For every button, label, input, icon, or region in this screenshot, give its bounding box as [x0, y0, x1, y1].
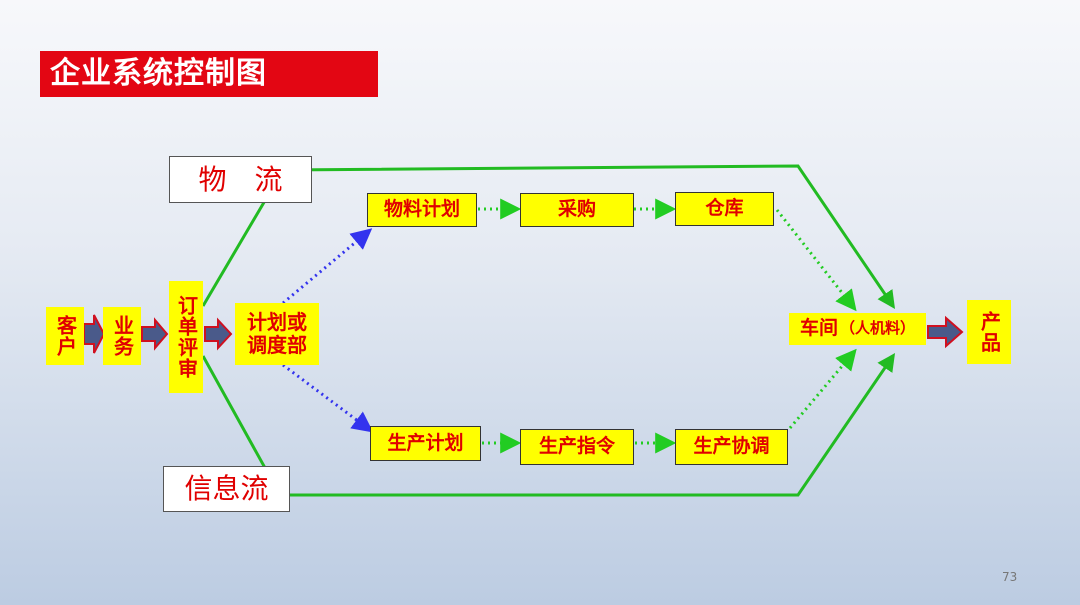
node-workshop-label: 车间	[799, 317, 838, 340]
page-number: 73	[1002, 570, 1018, 584]
block-arrow-business-review	[141, 317, 169, 351]
node-product: 产品	[967, 300, 1011, 364]
node-business: 业务	[103, 307, 141, 365]
node-workshop-sub: （人机料）	[840, 319, 916, 338]
node-production-plan: 生产计划	[370, 426, 481, 461]
block-arrow-workshop-product	[927, 315, 964, 349]
node-production-order: 生产指令	[520, 429, 634, 465]
arrow-coord-to-workshop	[788, 348, 857, 429]
material-flow-line	[201, 164, 896, 309]
info-flow-label: 信息流	[163, 466, 290, 512]
arrow-warehouse-to-workshop	[775, 209, 857, 312]
node-purchase: 采购	[520, 193, 634, 227]
page-title: 企业系统控制图	[40, 51, 378, 97]
node-workshop: 车间（人机料）	[789, 313, 926, 345]
block-arrow-customer-business	[83, 314, 106, 354]
node-warehouse: 仓库	[675, 192, 774, 226]
node-plan-dispatch: 计划或调度部	[235, 303, 319, 365]
info-flow-line	[201, 353, 896, 497]
block-arrow-review-plan	[204, 317, 233, 351]
node-material-plan: 物料计划	[367, 193, 477, 227]
arrow-plan-to-production	[282, 363, 374, 433]
node-production-coord: 生产协调	[675, 429, 788, 465]
node-order-review: 订单评审	[169, 281, 203, 393]
material-flow-label: 物 流	[169, 156, 312, 203]
node-customer: 客户	[46, 307, 84, 365]
arrow-plan-to-material	[282, 228, 373, 305]
